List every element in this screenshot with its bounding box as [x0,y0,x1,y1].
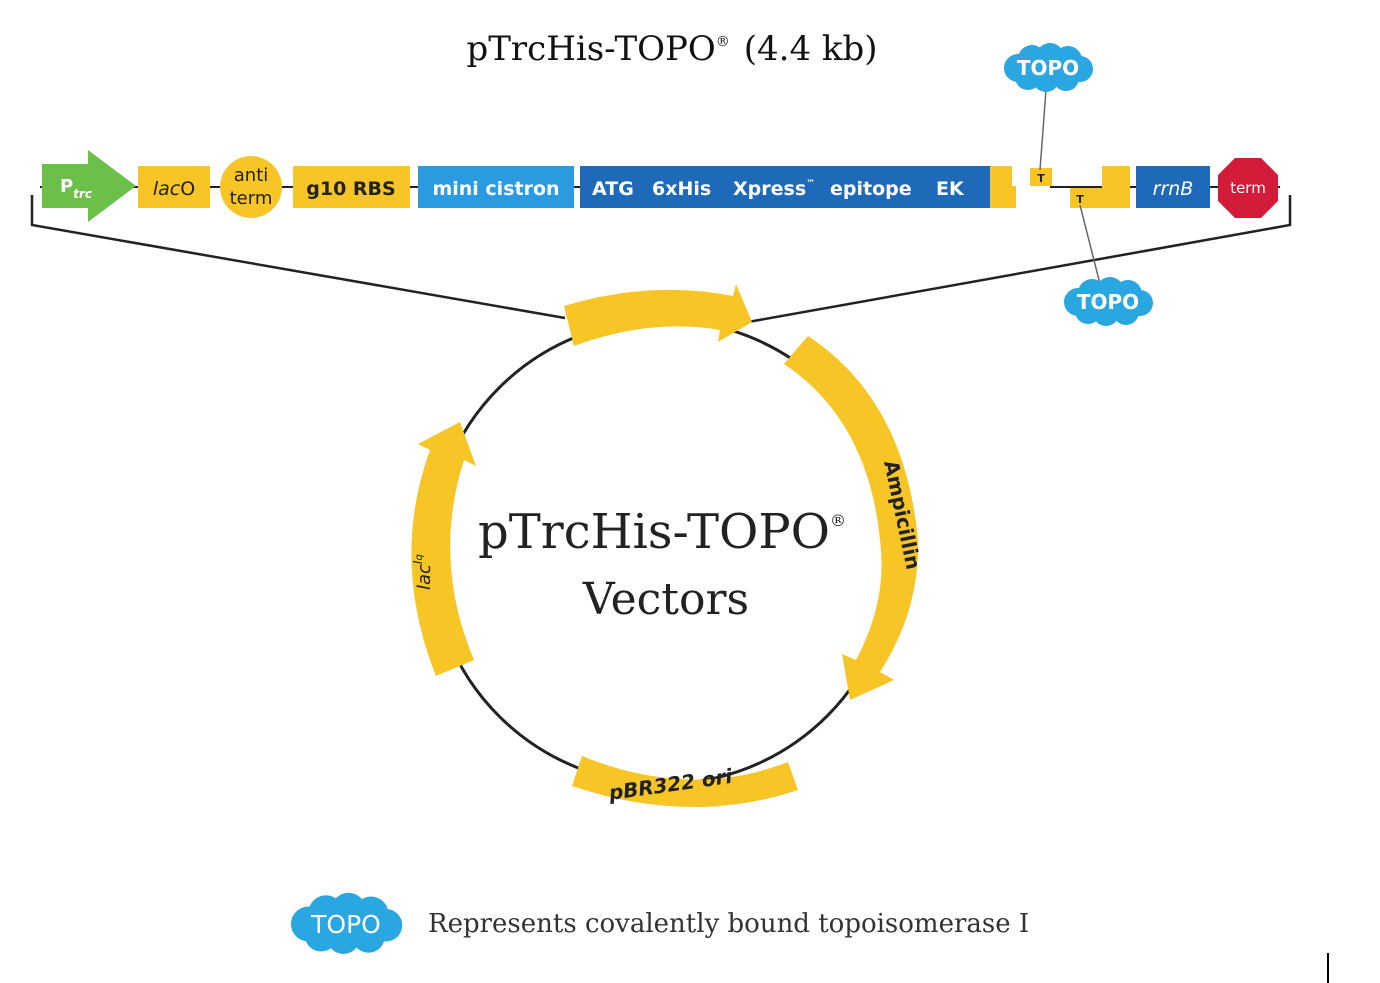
left-overhang-label: T [1037,172,1045,185]
map-title: pTrcHis-TOPO®(4.4 kb) [466,29,877,69]
text-cursor [1327,953,1329,983]
pbr322-ori-arc [572,756,798,808]
ampicillin-arrow [784,336,919,700]
antiterm-circle: anti term [220,156,282,218]
left-overhang: T [990,166,1052,208]
antiterm-line2: term [230,188,273,209]
topo-top-icon: TOPO [1004,43,1093,92]
center-vector-name: pTrcHis-TOPO® [478,504,846,560]
laciq-label: lacIq [411,554,435,590]
right-overhang-label: T [1076,193,1084,206]
rrnb-label: rrnB [1153,178,1194,200]
laciq-arrow [411,422,476,676]
insert-region-arrow [564,284,752,346]
topo-top-label: TOPO [1017,56,1079,80]
center-vectors-label: Vectors [582,574,749,625]
g10-rbs-label: g10 RBS [306,178,395,200]
laco-label: lacO [153,178,195,200]
legend-topo-badge: TOPO [291,892,403,954]
term-stop-sign: term [1218,158,1278,218]
promoter-label: Ptrc [60,176,92,201]
ek-label: EK [936,178,965,200]
right-bracket-line [747,195,1292,324]
topo-top-connector [1039,89,1047,171]
topo-bottom-icon: TOPO [1064,277,1153,326]
xpress-label: Xpress™ [733,178,815,200]
tag-region-box: ATG 6xHis Xpress™ epitope EK [580,166,990,208]
topo-bottom-connector [1079,204,1101,285]
mini-cistron-box: mini cistron [418,166,574,208]
right-overhang: T [1070,166,1130,208]
atg-label: ATG [592,178,634,200]
legend-topo-label: TOPO [310,910,381,939]
laco-box: lacO [138,166,210,208]
rrnb-box: rrnB [1136,166,1210,208]
legend-text: Represents covalently bound topoisomeras… [428,909,1029,939]
mini-cistron-label: mini cistron [432,178,559,200]
antiterm-line1: anti [234,165,269,186]
term-label: term [1230,179,1266,197]
promoter-arrow: Ptrc [42,150,136,222]
his-tag-label: 6xHis [652,178,711,200]
left-bracket-line [30,195,566,320]
topo-bottom-label: TOPO [1077,290,1139,314]
epitope-label: epitope [830,178,912,200]
g10-rbs-box: g10 RBS [293,166,410,208]
